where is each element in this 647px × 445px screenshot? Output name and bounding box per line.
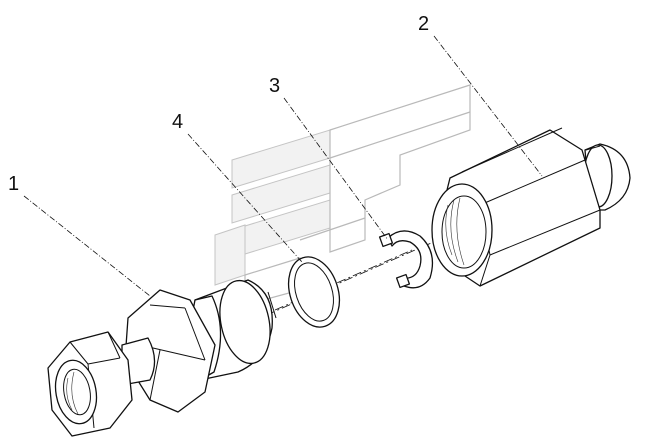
callout-4: 4 xyxy=(172,111,183,133)
leader-3 xyxy=(283,97,389,241)
leader-2 xyxy=(433,35,543,177)
part-1-fitting-body xyxy=(47,279,277,437)
leader-4 xyxy=(187,133,303,263)
callout-1: 1 xyxy=(8,173,19,195)
leader-1 xyxy=(23,195,151,297)
callout-3: 3 xyxy=(269,75,280,97)
callout-2: 2 xyxy=(418,13,429,35)
part-2-union-nut xyxy=(431,127,631,287)
part-4-sealing-ring xyxy=(287,256,341,328)
part-3-circlip xyxy=(378,230,434,289)
